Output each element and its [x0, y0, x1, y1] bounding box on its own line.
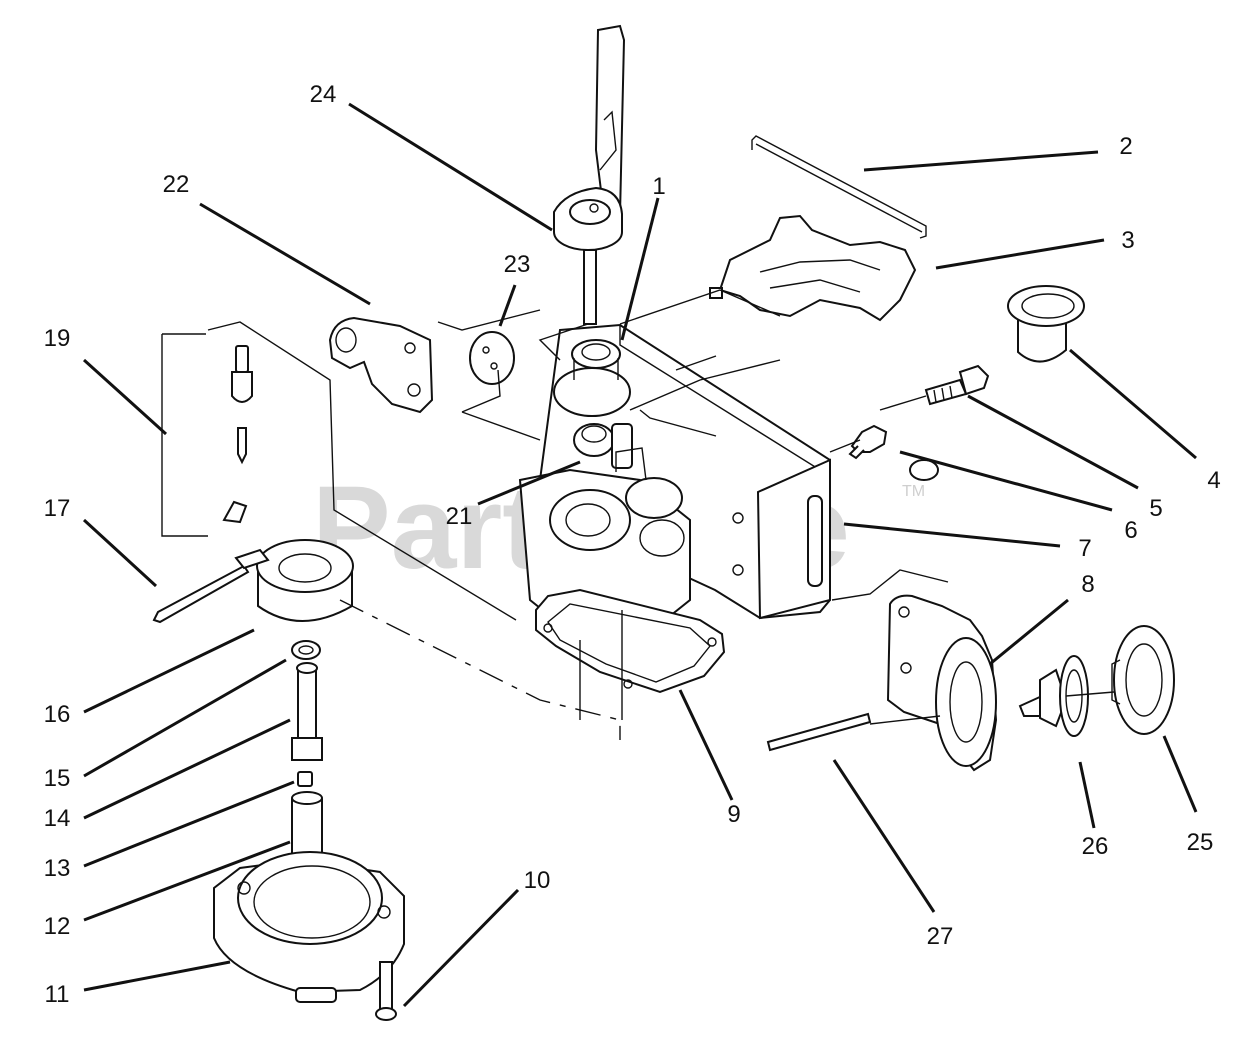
label-23: 23	[504, 251, 531, 278]
part-16-float	[234, 539, 354, 622]
label-15: 15	[44, 765, 71, 792]
part-25-primer-cap	[1111, 625, 1175, 735]
part-24-choke-lever	[553, 24, 626, 325]
part-3-bracket	[709, 214, 917, 322]
label-7: 7	[1078, 535, 1091, 562]
label-9: 9	[727, 801, 740, 828]
part-15-o-ring	[291, 640, 321, 660]
label-24: 24	[310, 81, 337, 108]
label-14: 14	[44, 805, 71, 832]
label-22: 22	[163, 171, 190, 198]
label-3: 3	[1121, 227, 1134, 254]
part-10-bowl-screw	[375, 961, 397, 1021]
part-21-spring	[573, 423, 633, 469]
label-5: 5	[1149, 495, 1162, 522]
label-19: 19	[44, 325, 71, 352]
label-2: 2	[1119, 133, 1132, 160]
label-27: 27	[927, 923, 954, 950]
label-8: 8	[1081, 571, 1094, 598]
label-21: 21	[446, 503, 473, 530]
part-19-needle-set	[161, 333, 253, 537]
label-26: 26	[1082, 833, 1109, 860]
part-13-jet	[297, 771, 313, 787]
label-16: 16	[44, 701, 71, 728]
part-6-screw	[848, 424, 888, 460]
label-25: 25	[1187, 829, 1214, 856]
label-4: 4	[1207, 467, 1220, 494]
label-10: 10	[524, 867, 551, 894]
label-6: 6	[1124, 517, 1137, 544]
label-1: 1	[652, 173, 665, 200]
part-27-rod	[766, 712, 872, 752]
part-17-pin	[152, 564, 250, 624]
label-12: 12	[44, 913, 71, 940]
watermark-trademark: TM	[902, 483, 925, 500]
part-labels: 1 2 3 4 5 6 7 8 9 10 11 12 13 14 15 16 1…	[44, 81, 1221, 1008]
part-1-spring	[553, 339, 631, 417]
label-13: 13	[44, 855, 71, 882]
part-11-float-bowl	[213, 851, 405, 1003]
label-17: 17	[44, 495, 71, 522]
part-23-throttle-plate	[469, 331, 515, 385]
explode-lines	[207, 289, 1115, 740]
part-4-cap	[1007, 285, 1085, 363]
part-26-primer-bulb	[1018, 655, 1089, 737]
part-8-primer-plate	[886, 594, 998, 772]
leader-lines	[82, 102, 1198, 1008]
part-2-throttle-rod	[751, 135, 927, 239]
label-11: 11	[45, 981, 70, 1008]
part-14-main-jet	[291, 662, 323, 761]
part-22-mounting-plate	[328, 316, 434, 414]
part-9-gasket	[535, 588, 726, 694]
part-5-screw	[924, 364, 990, 406]
